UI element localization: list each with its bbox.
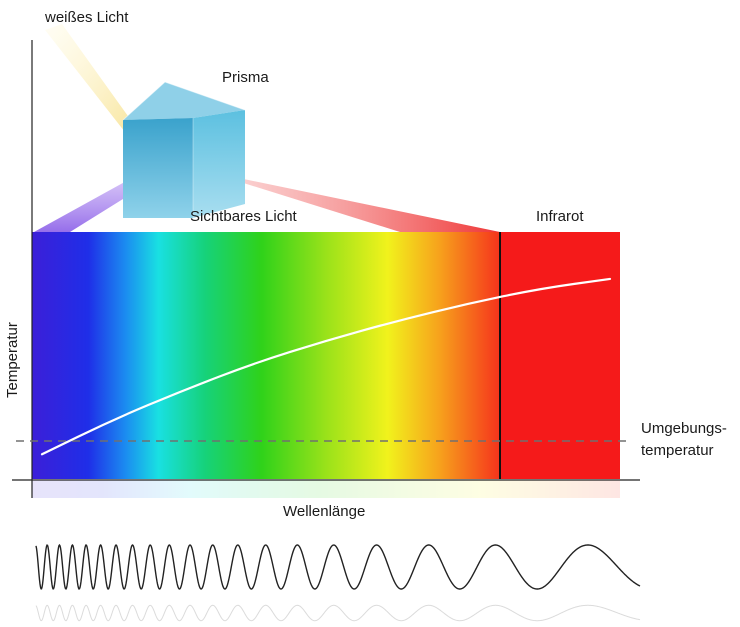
infrared-band (500, 232, 620, 479)
wavelength-wave-reflection (35, 604, 641, 622)
visible-light-label: Sichtbares Licht (190, 208, 298, 225)
y-axis-label: Temperatur (4, 322, 21, 398)
visible-spectrum-band (32, 232, 500, 479)
x-axis-label: Wellenlänge (283, 503, 365, 520)
ambient-temperature-label-line2: temperatur (641, 442, 714, 459)
prism (122, 81, 246, 218)
ambient-temperature-label-line1: Umgebungs- (641, 420, 727, 437)
white-light-label: weißes Licht (44, 9, 129, 26)
infrared-label: Infrarot (536, 208, 584, 225)
prism-label: Prisma (222, 69, 269, 86)
temperature-curve (40, 277, 612, 456)
wavelength-wave (35, 543, 641, 590)
